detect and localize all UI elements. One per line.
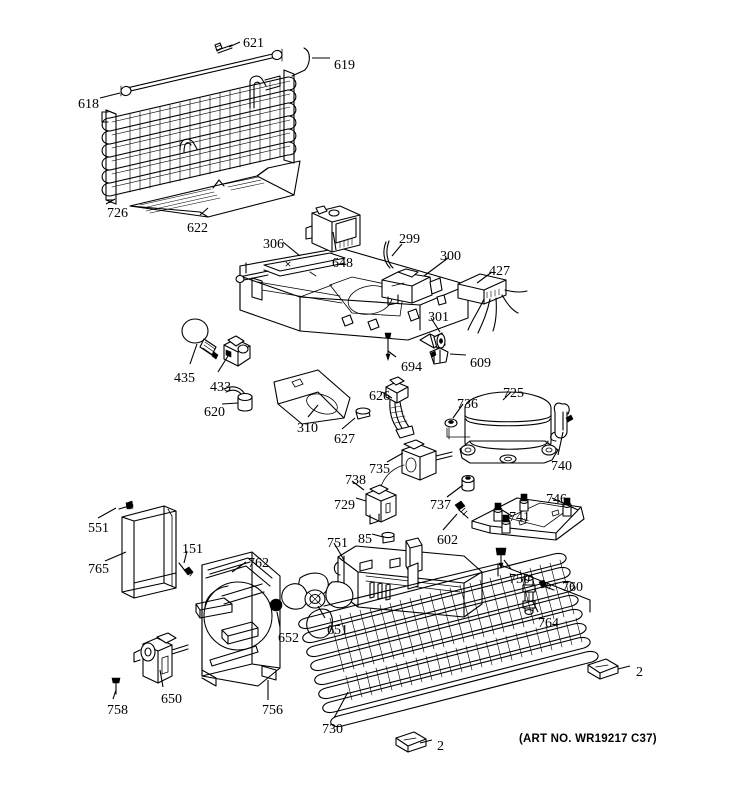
callout-621: 621 <box>243 36 264 51</box>
callout-310: 310 <box>297 421 318 436</box>
callout-427: 427 <box>489 264 510 279</box>
callout-758: 758 <box>107 703 128 718</box>
defrost-timer-648 <box>305 205 361 253</box>
screw-602 <box>454 500 469 519</box>
condenser-fan-motor-650 <box>133 632 189 684</box>
callout-694: 694 <box>401 360 422 375</box>
callout-619: 619 <box>334 58 355 73</box>
callout-740: 740 <box>551 459 572 474</box>
pad-2-bottom <box>395 731 427 753</box>
condenser-fins <box>329 559 575 673</box>
grommet-620 <box>223 386 253 412</box>
access-cover-765 <box>121 505 177 599</box>
callout-726: 726 <box>107 206 128 221</box>
callout-2-right: 2 <box>636 665 643 680</box>
callout-725: 725 <box>503 386 524 401</box>
screw-551 <box>118 500 134 510</box>
callout-627: 627 <box>334 432 355 447</box>
callout-756: 756 <box>262 703 283 718</box>
terminal-connector-300 <box>381 240 443 306</box>
spring-clip-740 <box>550 402 574 442</box>
callout-618: 618 <box>78 97 99 112</box>
callout-765: 765 <box>88 562 109 577</box>
screw-151 <box>178 562 194 577</box>
grommet-85 <box>381 531 395 544</box>
clip-627 <box>355 407 371 420</box>
callout-750: 750 <box>509 572 530 587</box>
cover-plate-310 <box>273 369 351 425</box>
callout-651: 651 <box>327 623 348 638</box>
callout-299: 299 <box>399 232 420 247</box>
clip-609 <box>429 347 449 365</box>
callout-762: 762 <box>248 556 269 571</box>
wire-harness-plug-626 <box>385 376 415 439</box>
callout-735: 735 <box>369 462 390 477</box>
coil-tubes <box>109 76 291 197</box>
start-relay-729 <box>365 484 397 525</box>
screw-758 <box>111 677 121 695</box>
mounting-stud-741 <box>493 493 572 534</box>
callout-751: 751 <box>327 536 348 551</box>
clip-652 <box>269 598 283 612</box>
callout-741: 741 <box>509 510 530 525</box>
fan-shroud-756 <box>195 551 281 687</box>
callout-435: 435 <box>174 371 195 386</box>
dryer-filter-301 <box>419 332 446 349</box>
grommet-736 <box>444 418 471 440</box>
evaporator-assembly <box>101 42 310 205</box>
condenser-coil-730 <box>298 552 599 728</box>
drip-tray-622 <box>129 160 301 218</box>
callout-151: 151 <box>182 542 203 557</box>
callout-730: 730 <box>322 722 343 737</box>
callout-85: 85 <box>358 532 372 547</box>
callout-620: 620 <box>204 405 225 420</box>
callout-737: 737 <box>430 498 451 513</box>
art-number-note: (ART NO. WR19217 C37) <box>519 733 657 745</box>
callout-300: 300 <box>440 249 461 264</box>
coil-fins <box>129 78 281 193</box>
callout-760: 760 <box>562 580 583 595</box>
callout-650: 650 <box>161 692 182 707</box>
callout-736: 736 <box>457 397 478 412</box>
callout-622: 622 <box>187 221 208 236</box>
leader-lines <box>97 41 631 744</box>
compressor-725 <box>459 391 559 464</box>
callout-738: 738 <box>345 473 366 488</box>
callout-551: 551 <box>88 521 109 536</box>
screw-694 <box>384 332 392 361</box>
callout-626: 626 <box>369 389 390 404</box>
screw-621 <box>214 42 233 54</box>
callout-609: 609 <box>470 356 491 371</box>
callout-2-bottom: 2 <box>437 739 444 754</box>
callout-652: 652 <box>278 631 299 646</box>
light-bulb-435 <box>181 318 219 360</box>
compressor-base-plate-746 <box>471 493 585 541</box>
lamp-socket-433 <box>223 335 251 367</box>
grommet-737 <box>461 474 475 492</box>
callout-433: 433 <box>210 380 231 395</box>
wire-harness-427 <box>457 273 528 334</box>
callout-301: 301 <box>428 310 449 325</box>
overload-relay-735 <box>401 439 453 481</box>
callout-602: 602 <box>437 533 458 548</box>
callout-746: 746 <box>546 492 567 507</box>
callout-306: 306 <box>263 237 284 252</box>
pad-2-right <box>587 658 619 680</box>
callout-764: 764 <box>538 616 559 631</box>
callout-729: 729 <box>334 498 355 513</box>
machine-compartment-pan-306 <box>235 247 469 341</box>
callout-648: 648 <box>332 256 353 271</box>
